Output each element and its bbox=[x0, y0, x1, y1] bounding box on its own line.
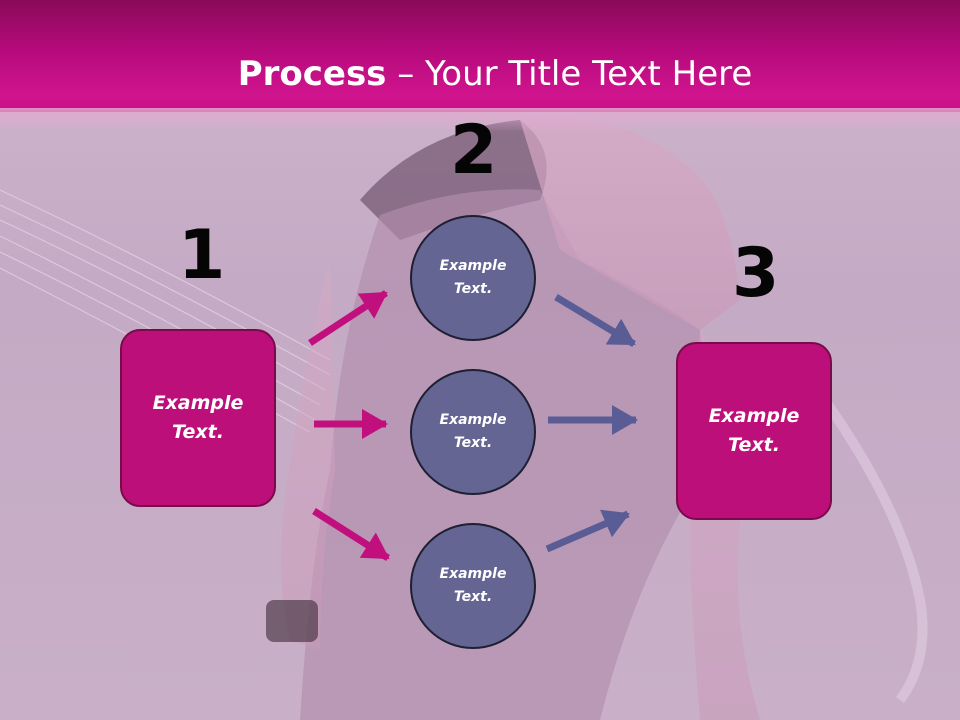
step-number-2: 2 bbox=[450, 111, 498, 190]
step-2-circle-middle-text: Example Text. bbox=[439, 412, 507, 451]
step-1-text: Example Text. bbox=[152, 392, 244, 443]
step-number-1: 1 bbox=[178, 216, 226, 295]
slide-title-bold: Process bbox=[237, 54, 387, 94]
title-bar bbox=[0, 0, 960, 112]
slide-title-rest: – Your Title Text Here bbox=[386, 54, 753, 94]
step-2-circle-bottom-text: Example Text. bbox=[439, 566, 507, 605]
step-3-box: Example Text. bbox=[676, 342, 832, 520]
arrow-top-to-3 bbox=[554, 294, 636, 347]
step-1-box: Example Text. bbox=[120, 329, 276, 507]
arrow-bottom-to-3 bbox=[545, 509, 630, 553]
arrow-1-to-bottom bbox=[312, 508, 390, 561]
title-bar-fade bbox=[0, 108, 960, 132]
step-number-3: 3 bbox=[732, 234, 780, 313]
step-2-circle-bottom: Example Text. bbox=[410, 523, 536, 649]
step-2-circle-top-text: Example Text. bbox=[439, 258, 507, 297]
arrow-1-to-top bbox=[308, 290, 388, 346]
step-3-text: Example Text. bbox=[708, 405, 800, 456]
slide-title: Process – Your Title Text Here bbox=[0, 52, 960, 96]
step-2-circle-top: Example Text. bbox=[410, 215, 536, 341]
step-2-circle-middle: Example Text. bbox=[410, 369, 536, 495]
